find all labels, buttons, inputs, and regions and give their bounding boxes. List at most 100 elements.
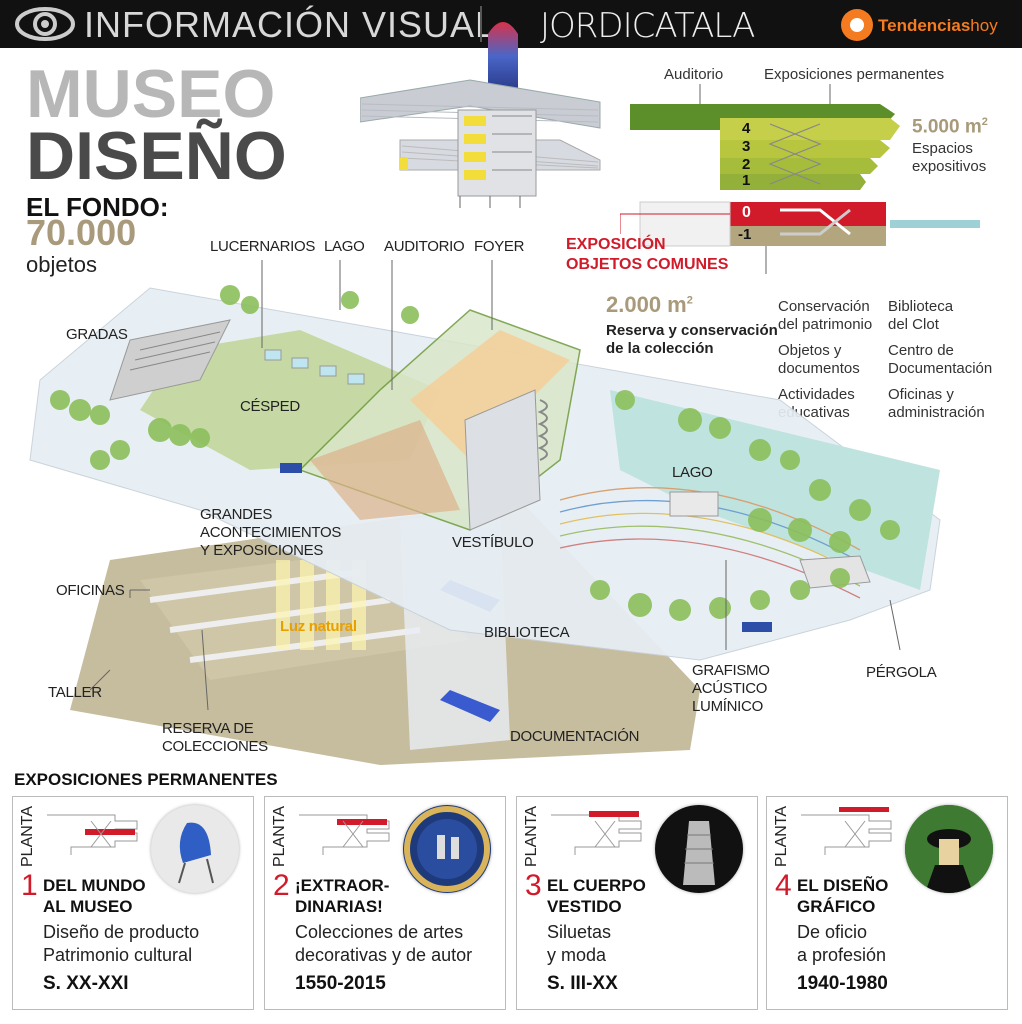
expo-card-2: PLANTA 2 ¡EXTRAOR-DINARIAS! Colecciones …: [264, 796, 506, 1010]
header-bar: INFORMACIÓN VISUAL JORDICATALA Tendencia…: [0, 0, 1022, 48]
expo-desc-3a: Siluetas: [547, 922, 612, 942]
planta-label: PLANTA: [19, 805, 36, 867]
label-grandes-2: ACONTECIMIENTOS: [200, 524, 342, 541]
floor-4: [720, 118, 900, 140]
uses-left-5: Actividades: [778, 386, 855, 403]
publisher-brand-b: hoy: [970, 16, 998, 35]
expo-card-1: PLANTA 1 DEL MUNDO AL MUSEO Diseño de pro…: [12, 796, 254, 1010]
uses-right-3: Centro de: [888, 342, 954, 359]
floor-2: [720, 158, 878, 174]
expo-title-1a: DEL MUNDO: [43, 876, 146, 895]
label-documentacion: DOCUMENTACIÓN: [510, 728, 640, 745]
expo-title-2b: DINARIAS!: [295, 897, 383, 917]
area1-desc2: expositivos: [912, 158, 987, 175]
expo-years-2: 1550-2015: [295, 973, 386, 994]
title-diseno: DISEÑO: [26, 118, 287, 194]
expo-image-1: [151, 805, 239, 893]
label-grafismo-1: GRAFISMO: [692, 662, 770, 679]
section-label-auditorio: Auditorio: [664, 66, 724, 83]
label-reserva-2: COLECCIONES: [162, 738, 268, 755]
label-lago-right: LAGO: [672, 464, 713, 481]
area1-sup: 2: [981, 116, 988, 128]
uses-right-6: administración: [888, 404, 985, 421]
floor-plan-mini-icon: [551, 811, 642, 855]
label-lago-top: LAGO: [324, 238, 365, 255]
fondo-unit: objetos: [26, 252, 97, 277]
expo-desc-4a: De oficio: [797, 922, 868, 942]
museum-axonometric-illustration: [29, 260, 941, 765]
label-grafismo-2: ACÚSTICO: [692, 680, 768, 697]
expo-image-4: [905, 805, 993, 893]
area1-desc1: Espacios: [912, 140, 973, 157]
label-cesped: CÉSPED: [240, 398, 300, 415]
expo-num-4: 4: [775, 869, 792, 902]
label-gradas: GRADAS: [66, 326, 128, 343]
expo-comunes-1: EXPOSICIÓN: [566, 236, 666, 253]
label-vestibulo: VESTÍBULO: [452, 534, 534, 551]
trees: [50, 285, 900, 621]
torre-agbar-shape: [488, 22, 518, 90]
label-pergola: PÉRGOLA: [866, 664, 937, 681]
pool-icon: [280, 463, 302, 473]
expo-num-3: 3: [525, 869, 542, 902]
label-luz-natural: Luz natural: [280, 618, 357, 635]
publisher-brand-a: Tendencias: [878, 16, 971, 35]
expo-title-4a: EL DISEÑO: [797, 876, 889, 895]
section-label-exposiciones: Exposiciones permanentes: [764, 66, 945, 83]
expo-title-4: EL DISEÑO GRÁFICO: [797, 875, 888, 918]
label-oficinas: OFICINAS: [56, 582, 125, 599]
expo-image-3: [655, 805, 743, 893]
floor-label-3: 3: [742, 138, 751, 155]
expo-years-4: 1940-1980: [797, 973, 888, 994]
expo-title-3a: EL CUERPO: [547, 876, 646, 895]
floor-label-4: 4: [742, 120, 751, 137]
uses-right-2: del Clot: [888, 316, 939, 333]
label-reserva-1: RESERVA DE: [162, 720, 254, 737]
title-museo: MUSEO: [26, 56, 276, 132]
floor-1: [720, 174, 866, 190]
header-divider: [480, 6, 482, 42]
label-grandes-1: GRANDES: [200, 506, 273, 523]
expo-num-1: 1: [21, 869, 38, 902]
expo-desc-3: Siluetas y moda: [547, 921, 611, 968]
planta-label: PLANTA: [523, 805, 540, 867]
floor-3: [720, 140, 890, 158]
lago-area: [610, 390, 940, 590]
uses-left-2: del patrimonio: [778, 316, 873, 333]
label-taller: TALLER: [48, 684, 102, 701]
uses-right-4: Documentación: [888, 360, 993, 377]
label-foyer: FOYER: [474, 238, 525, 255]
expo-desc-1b: Patrimonio cultural: [43, 945, 193, 966]
expo-title-1b: AL MUSEO: [43, 897, 133, 917]
expo-title-2a: ¡EXTRAOR-: [295, 876, 390, 895]
area2-sup: 2: [686, 294, 693, 307]
floor-plan-mini-icon: [801, 807, 892, 855]
header-title: INFORMACIÓN VISUAL: [84, 4, 497, 45]
expo-desc-4b: a profesión: [797, 945, 887, 966]
stair-tower: [464, 389, 541, 531]
area-expositiva-value: 5.000 m2: [912, 116, 988, 138]
expo-desc-3b: y moda: [547, 945, 607, 966]
floor-0: [730, 202, 886, 226]
expo-years-3: S. III-XX: [547, 973, 618, 994]
eye-icon: [15, 7, 75, 41]
floor-minus1: [730, 226, 886, 246]
uses-right-1: Biblioteca: [888, 298, 954, 315]
expo-image-2: [403, 805, 491, 893]
label-lucernarios: LUCERNARIOS: [210, 238, 316, 255]
planta-label: PLANTA: [773, 805, 790, 867]
uses-left-4: documentos: [778, 360, 860, 377]
floor-label-minus1: -1: [738, 226, 752, 243]
expo-title-4b: GRÁFICO: [797, 897, 876, 917]
planta-label: PLANTA: [271, 805, 288, 867]
uses-right-5: Oficinas y: [888, 386, 954, 403]
area1-value: 5.000 m: [912, 116, 982, 138]
expo-card-4: PLANTA 4 EL DISEÑO GRÁFICO De oficio a pro…: [766, 796, 1008, 1010]
expo-title-1: DEL MUNDO AL MUSEO: [43, 875, 146, 918]
floor-label-1: 1: [742, 172, 751, 189]
building-elevation-illustration: [360, 22, 601, 208]
